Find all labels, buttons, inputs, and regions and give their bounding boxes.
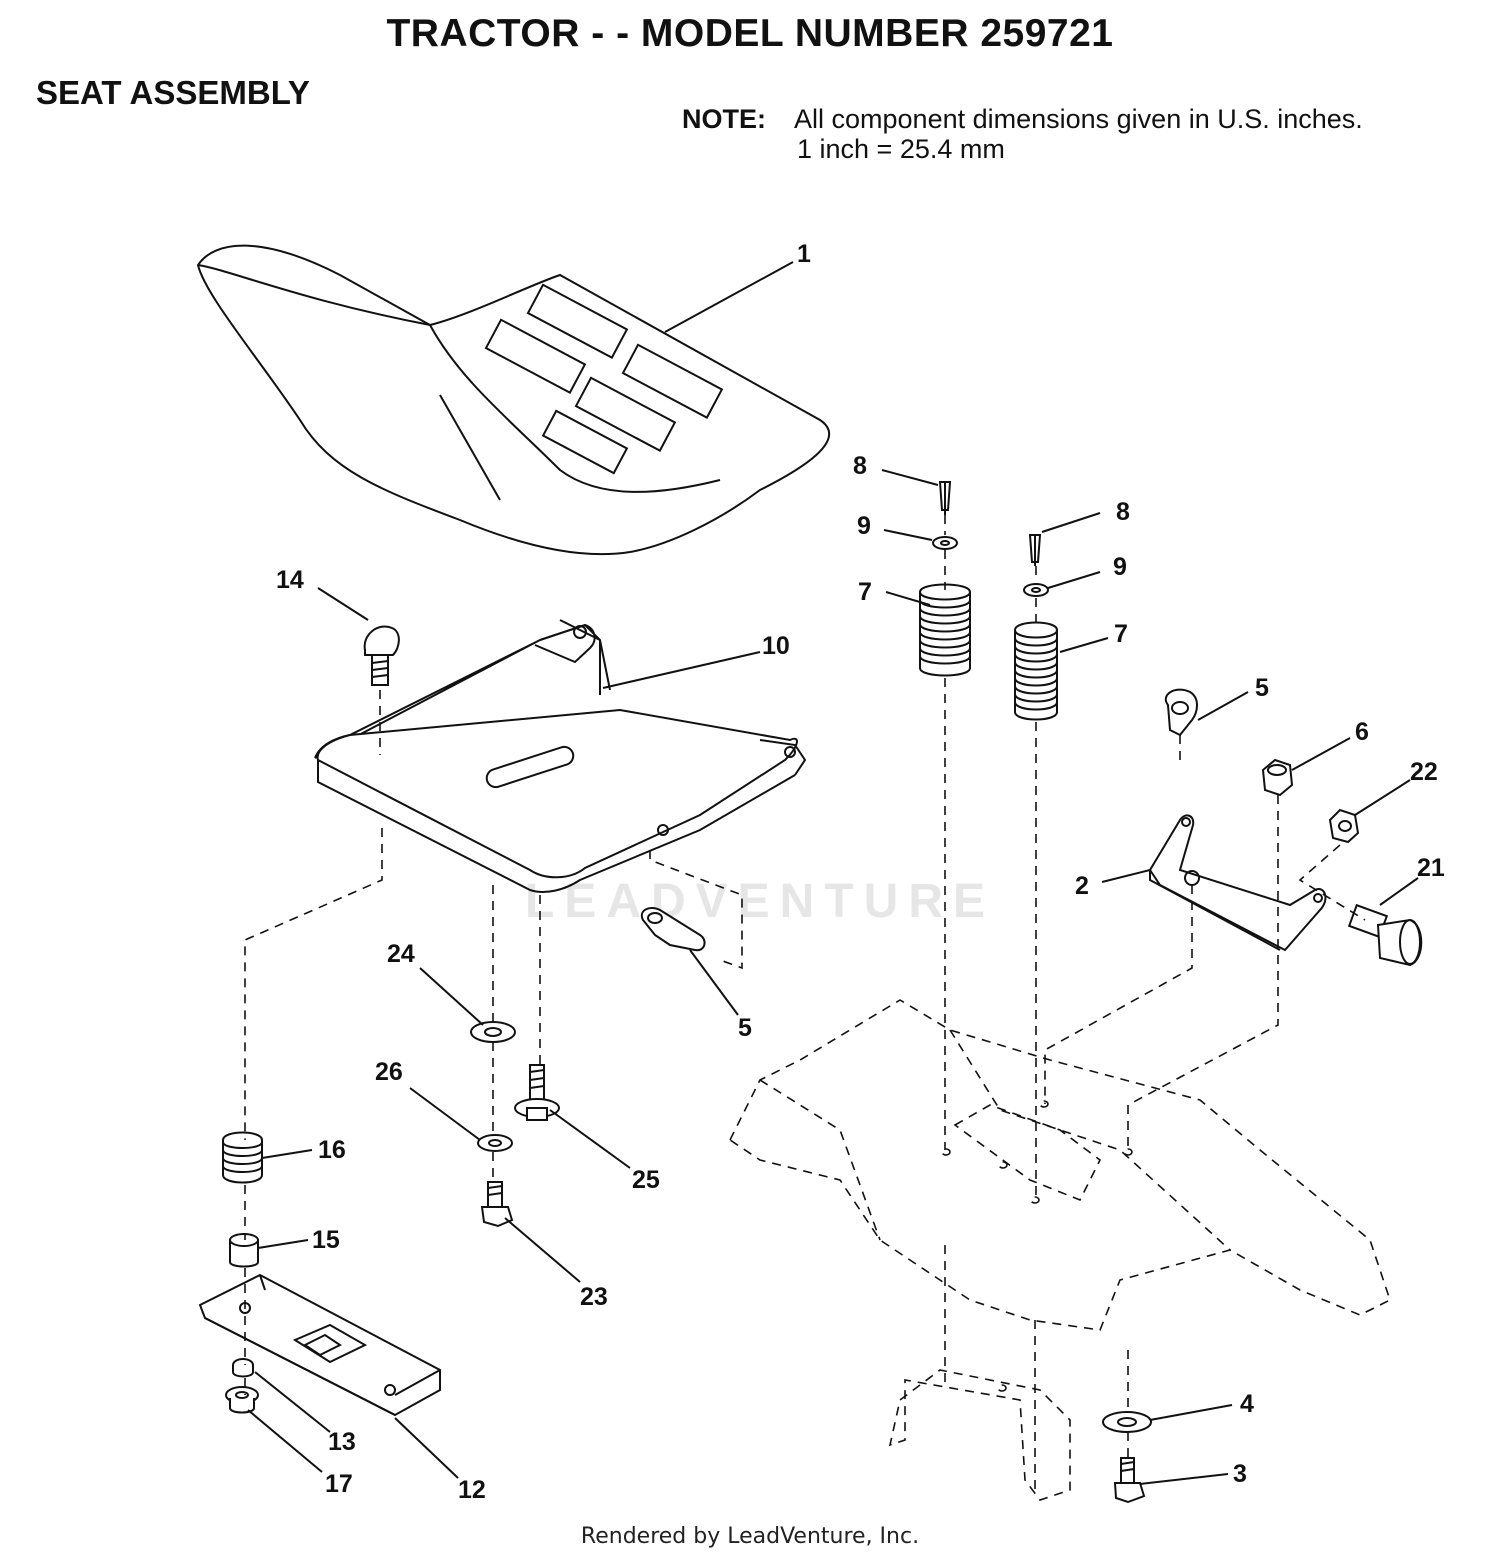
callout-10: 10 bbox=[762, 632, 790, 660]
callout-8-right: 8 bbox=[1116, 498, 1130, 526]
leader-lines bbox=[247, 261, 1419, 1485]
assembly-lines bbox=[244, 515, 1366, 1458]
part-1-seat[interactable] bbox=[196, 244, 830, 556]
callout-4: 4 bbox=[1240, 1390, 1254, 1418]
part-5-clip-upper[interactable] bbox=[1164, 688, 1198, 737]
callout-25: 25 bbox=[632, 1166, 660, 1194]
part-7-spring-right[interactable] bbox=[1014, 621, 1058, 721]
part-3-bolt[interactable] bbox=[1113, 1457, 1146, 1504]
callout-3: 3 bbox=[1233, 1460, 1247, 1488]
part-7-spring-left[interactable] bbox=[919, 583, 971, 677]
callout-7-left: 7 bbox=[858, 578, 872, 606]
callout-26: 26 bbox=[375, 1058, 403, 1086]
section-title: SEAT ASSEMBLY bbox=[36, 74, 310, 111]
part-6-nut[interactable] bbox=[1261, 758, 1294, 797]
callout-1: 1 bbox=[797, 240, 811, 268]
note-line-1: All component dimensions given in U.S. i… bbox=[794, 104, 1363, 134]
callout-5-upper: 5 bbox=[1255, 674, 1269, 702]
callout-15: 15 bbox=[312, 1226, 340, 1254]
callout-9-right: 9 bbox=[1113, 553, 1127, 581]
tractor-frame-reference bbox=[728, 999, 1391, 1501]
part-10-seat-pan[interactable] bbox=[314, 619, 807, 893]
callout-23: 23 bbox=[580, 1283, 608, 1311]
callout-13: 13 bbox=[328, 1428, 356, 1456]
part-26-lock-washer[interactable] bbox=[477, 1134, 513, 1152]
part-9-washer-left[interactable] bbox=[932, 536, 958, 550]
callout-7-right: 7 bbox=[1114, 620, 1128, 648]
callout-5-lower: 5 bbox=[738, 1014, 752, 1042]
part-4-washer[interactable] bbox=[1102, 1411, 1152, 1433]
part-17-flange-nut[interactable] bbox=[225, 1386, 259, 1414]
part-8-cotter-pin-right[interactable] bbox=[1028, 534, 1042, 566]
part-13-nut[interactable] bbox=[232, 1358, 254, 1378]
callout-21: 21 bbox=[1417, 854, 1445, 882]
watermark-logo: LEADVENTURE bbox=[524, 875, 996, 928]
part-8-cotter-pin-left[interactable] bbox=[938, 481, 952, 515]
callout-numbers: 1 14 10 8 9 7 8 9 7 5 6 22 21 2 5 24 26 … bbox=[276, 240, 1445, 1504]
part-16-spring[interactable] bbox=[222, 1131, 263, 1184]
part-25-flange-bolt[interactable] bbox=[514, 1064, 560, 1121]
note-line-2: 1 inch = 25.4 mm bbox=[797, 134, 1005, 164]
callout-9-left: 9 bbox=[857, 512, 871, 540]
note-label: NOTE: bbox=[682, 104, 766, 134]
page-title: TRACTOR - - MODEL NUMBER 259721 bbox=[386, 12, 1114, 55]
dimension-note: NOTE: All component dimensions given in U… bbox=[682, 104, 1363, 164]
part-23-hex-bolt[interactable] bbox=[480, 1181, 514, 1228]
callout-8-left: 8 bbox=[853, 452, 867, 480]
part-21-shoulder-bolt[interactable] bbox=[1347, 903, 1423, 967]
callout-2: 2 bbox=[1075, 872, 1089, 900]
footer-credit: Rendered by LeadVenture, Inc. bbox=[580, 1524, 920, 1549]
part-9-washer-right[interactable] bbox=[1023, 583, 1049, 597]
part-2-bracket[interactable] bbox=[1148, 814, 1327, 952]
callout-16: 16 bbox=[318, 1136, 346, 1164]
part-12-adjustment-plate[interactable] bbox=[198, 1273, 441, 1417]
callout-14: 14 bbox=[276, 566, 304, 594]
callout-12: 12 bbox=[458, 1476, 486, 1504]
part-24-washer[interactable] bbox=[470, 1021, 516, 1043]
callout-6: 6 bbox=[1355, 718, 1369, 746]
callout-24: 24 bbox=[387, 940, 415, 968]
part-5-clip-lower[interactable] bbox=[640, 907, 706, 952]
callout-22: 22 bbox=[1410, 758, 1438, 786]
part-14-carriage-bolt[interactable] bbox=[363, 625, 400, 686]
part-22-nut[interactable] bbox=[1328, 808, 1360, 844]
callout-17: 17 bbox=[325, 1470, 353, 1498]
part-15-spacer[interactable] bbox=[229, 1233, 259, 1268]
